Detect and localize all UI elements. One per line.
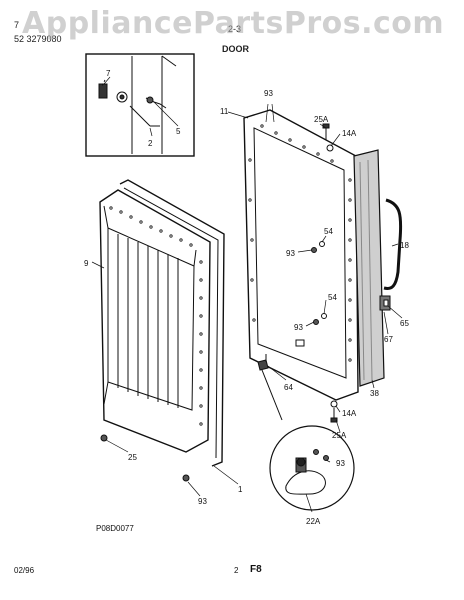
model-number-line2: 52 3279080: [14, 34, 62, 44]
callout-label: 54: [324, 227, 333, 236]
callout-label: 2: [148, 139, 153, 148]
door-gasket: [119, 179, 225, 467]
callout-label: 7: [106, 69, 111, 78]
screw-93-upper: [311, 247, 317, 253]
section-title: DOOR: [222, 44, 249, 54]
page-suffix: F8: [250, 564, 262, 575]
door-handle: [383, 198, 403, 290]
callout-label: 5: [176, 127, 181, 136]
drawing-code: P08D0077: [96, 524, 134, 533]
callout-label: 93: [336, 459, 345, 468]
callout-label: 25: [128, 453, 137, 462]
callout-labels: 93 11 25A 14A 7 5 2 9 54 93 18 54 93 65 …: [84, 69, 409, 526]
site-watermark: AppliancePartsPros.com: [22, 6, 445, 41]
hinge-detail-inset: [85, 53, 195, 157]
callout-label: 11: [220, 107, 229, 116]
hinge-circle-detail: [261, 369, 355, 511]
screw-93-bottom-left: [182, 474, 190, 482]
callout-label: 18: [400, 241, 409, 250]
spacer-54-lower: [321, 313, 327, 319]
callout-label: 93: [286, 249, 295, 258]
door-liner-panel: [99, 189, 211, 453]
washer-14A-bottom: [330, 400, 338, 408]
hinge-pin-64: [257, 354, 269, 371]
callout-label: 93: [198, 497, 207, 506]
callout-label: 64: [284, 383, 293, 392]
callout-label: 93: [264, 89, 273, 98]
callout-label: 25A: [314, 115, 329, 124]
handle-cap: [379, 295, 391, 311]
page-code: 2-3: [228, 24, 242, 34]
side-trim-strip: [353, 149, 385, 387]
callout-label: 14A: [342, 129, 357, 138]
page-number: 2: [234, 566, 239, 575]
spacer-54-upper: [319, 241, 325, 247]
callout-label: 65: [400, 319, 409, 328]
callout-label: 25A: [332, 431, 347, 440]
outer-door-panel: [243, 109, 359, 401]
screw-25: [100, 434, 108, 442]
screw-93-lower: [313, 319, 319, 325]
callout-label: 1: [238, 485, 243, 494]
callout-label: 38: [370, 389, 379, 398]
washer-14A-top: [326, 144, 334, 152]
leader-lines: [91, 76, 403, 513]
callout-label: 14A: [342, 409, 357, 418]
callout-label: 22A: [306, 517, 321, 526]
callout-label: 67: [384, 335, 393, 344]
callout-label: 9: [84, 259, 89, 268]
callout-label: 93: [294, 323, 303, 332]
revision-date: 02/96: [14, 566, 35, 575]
callout-label: 54: [328, 293, 337, 302]
model-number-line1: 7: [14, 20, 20, 30]
screw-25A-bottom: [330, 408, 338, 423]
